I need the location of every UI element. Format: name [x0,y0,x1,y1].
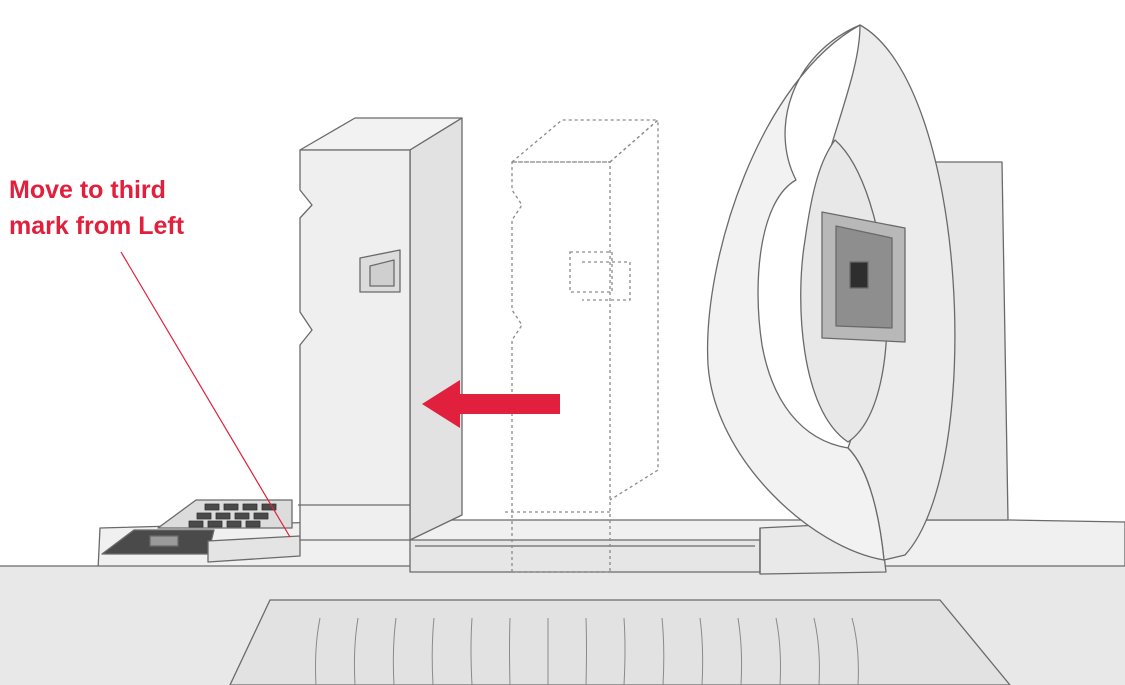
annotation-line-2: mark from Left [9,212,185,240]
column-ghost-outline [505,118,660,573]
callout-leader-line [120,251,291,538]
mount-ribs [315,617,859,685]
left-rail [207,535,301,563]
keypad-keys [188,503,277,528]
arrow-left-icon [422,380,560,428]
column-side [409,117,463,541]
center-track [409,539,761,573]
annotation-line-1: Move to third [9,176,166,204]
annotation-label: Move to third mark from Left [9,172,269,244]
column-front [299,149,411,541]
ring-outer-face [706,24,885,561]
ribbed-mount [229,599,1011,685]
